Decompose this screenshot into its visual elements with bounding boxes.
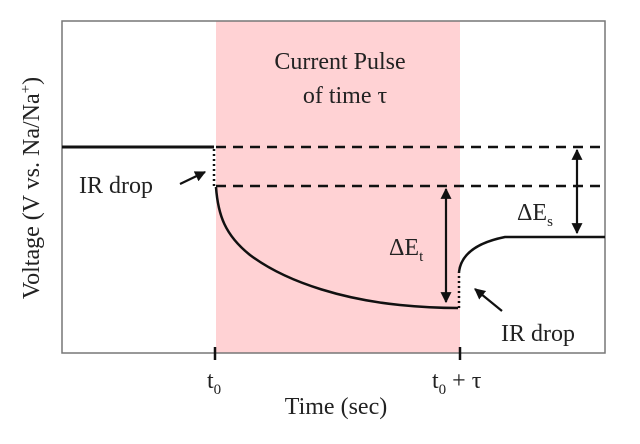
x-tick-label-t0: t0: [207, 368, 221, 398]
pulse-voltage-curve: [214, 186, 459, 310]
y-axis-label: Voltage (V vs. Na/Na+): [18, 77, 45, 299]
delta-es-label: ΔEs: [517, 200, 553, 230]
plot-frame: [61, 20, 606, 354]
ir-drop-label-2: IR drop: [501, 321, 575, 347]
pulse-label-line1: Current Pulse: [274, 49, 405, 75]
relaxation-curve: [457, 235, 605, 273]
x-axis-label: Time (sec): [285, 394, 387, 420]
delta-et-label: ΔEt: [389, 235, 424, 265]
ir-drop-arrow-1: [179, 171, 206, 185]
x-tick-label-t0-tau: t0 + τ: [432, 368, 482, 398]
ir-drop-label-1: IR drop: [79, 173, 153, 199]
ir-drop-arrow-2: [474, 288, 503, 312]
pulse-label-line2: of time τ: [303, 83, 388, 109]
